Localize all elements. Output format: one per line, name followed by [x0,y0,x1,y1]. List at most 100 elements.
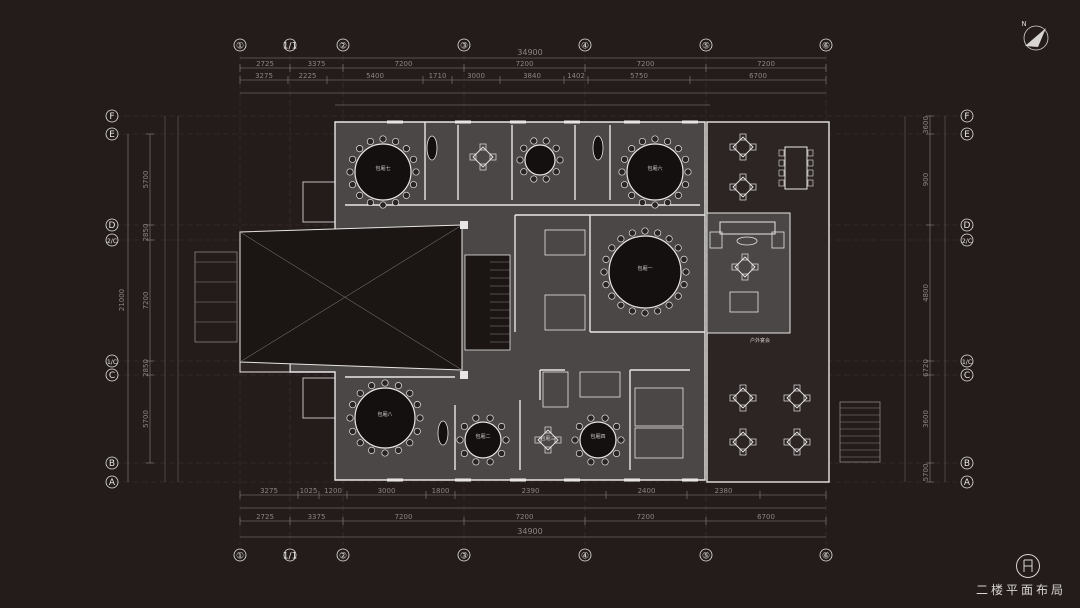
private-room-1-chair [680,255,688,263]
top-dim-1-text: 7200 [637,60,655,68]
private-room-small-chair [520,168,528,176]
window [455,120,471,124]
private-room-4-chair [575,449,583,458]
private-room-7-chair [402,191,410,199]
private-room-6-chair [620,155,629,163]
bottom-dim-3-text: 7200 [516,513,534,521]
private-room-7-chair [346,168,354,176]
square-table-4-chair [729,438,737,446]
private-room-8-chair [349,401,357,409]
private-room-7-chair [356,145,364,153]
square-table-5-chair [793,448,801,456]
private-room-small-chair [530,137,538,145]
column-label: ② [339,552,347,562]
top-dim-1-text: 7200 [757,60,775,68]
row-bubble [960,233,974,247]
structural-column [460,221,468,229]
logo-mark [1016,554,1040,578]
square-table-8-table [472,146,494,168]
square-table-4-table [732,431,754,453]
window [455,478,471,482]
private-room-8-chair [381,379,389,387]
column-label: 1/1 [283,552,297,562]
private-room-4-chair [587,458,595,466]
column-label: ⑤ [702,552,710,562]
top-dim-2-text: 2225 [299,72,317,80]
room-label-4: 包厢一 [637,265,652,272]
private-room-6-chair [674,145,682,153]
private-room-2-chair [456,436,464,444]
row-bubble [105,218,119,232]
square-table-4-chair [749,438,757,446]
private-room-small-chair [530,175,538,183]
window [682,120,698,124]
private-room-8-chair [356,439,364,447]
square-table-3-chair [803,394,811,402]
service-room-5 [634,427,684,459]
square-table-5-chair [793,428,801,436]
row-label: F [964,112,969,122]
private-room-6-chair [651,201,659,209]
atrium-diagonal [239,231,463,371]
room-label-3: 包厢六 [647,165,662,172]
row-bubble [105,456,119,470]
column-bubble [819,548,833,562]
right-dim-text: 900 [922,173,930,186]
overall-dimension-top: 34900 [517,48,542,57]
right-dim-text: 6720 [922,359,930,377]
top-dim-2-text: 1402 [567,72,585,80]
column-label: ② [339,42,347,52]
room-label-8: 户外宴会 [750,337,770,344]
top-dim-2-text: 1710 [429,72,447,80]
window [387,478,403,482]
row-label: B [109,459,115,469]
private-room-1-chair [602,281,610,289]
private-room-6-chair [638,198,646,207]
private-room-8-chair [368,382,376,390]
left-dim-text: 5700 [142,410,150,428]
column-label: ④ [581,552,589,562]
column-bubble [233,38,247,52]
row-bubble [105,368,119,382]
service-room-7 [302,377,336,419]
window [510,120,526,124]
bottom-dim-3-text: 2725 [256,513,274,521]
square-table-3-chair [793,384,801,392]
overall-dimension-bottom: 34900 [517,527,542,536]
private-room-small-chair [516,156,524,164]
bottom-dim-1-text: 3275 [260,487,278,495]
private-room-6-chair [664,137,672,146]
square-table-3-table [786,387,808,409]
private-room-8-chair [349,427,357,435]
row-bubble [105,233,119,247]
private-room-4-chair [575,422,583,431]
left-dim-text: 2850 [142,224,150,242]
column-label: ① [236,42,244,52]
private-room-1-chair [674,292,682,300]
square-table-4-chair [739,428,747,436]
private-room-7-chair [409,181,418,189]
long-table-chair [778,169,785,177]
private-room-8-chair [394,382,402,390]
row-bubble [105,475,119,489]
square-table-7-chair [544,426,552,434]
row-label: 1/C [107,359,117,366]
square-table-6-chair [751,263,759,271]
private-room-6-chair [628,191,636,199]
private-room-6-chair [664,198,672,207]
square-table-7-chair [534,436,542,444]
private-room-2-table [464,421,502,459]
private-room-1-chair [665,235,673,243]
private-room-1-chair [654,307,662,315]
square-table-7-chair [554,436,562,444]
room-label-6: 包厢三 [540,435,555,442]
long-table-chair [778,179,785,187]
private-room-2-chair [460,422,468,431]
private-room-2-chair [498,422,506,431]
column-label: ① [236,552,244,562]
private-room-4-chair [613,422,621,431]
structural-column [460,371,468,379]
private-room-1-chair [654,229,662,237]
long-table-chair [807,179,814,187]
